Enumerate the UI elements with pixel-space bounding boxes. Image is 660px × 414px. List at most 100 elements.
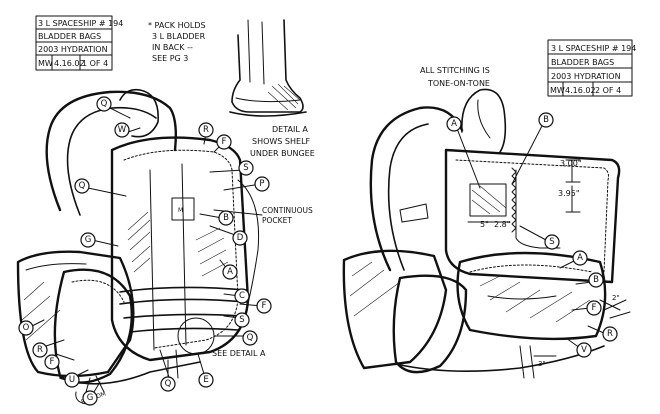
- callout-r-1: R: [198, 122, 214, 138]
- title-left-initials: MW: [38, 59, 53, 68]
- svg-text:W: W: [118, 125, 127, 135]
- callout-f-4: F: [586, 300, 602, 316]
- svg-text:Q: Q: [79, 181, 86, 191]
- callout-r-3: R: [602, 326, 618, 342]
- svg-text:Q: Q: [247, 333, 254, 343]
- svg-text:V: V: [581, 345, 587, 355]
- svg-text:Q: Q: [165, 379, 172, 389]
- dimension-lines: 3.00" 3.95" 5" 2.8" 2" 3": [467, 159, 621, 368]
- title-left-date: 4.16.02: [54, 59, 85, 68]
- svg-text:ALL STITCHING IS: ALL STITCHING IS: [420, 66, 490, 75]
- svg-text:C: C: [239, 291, 245, 301]
- svg-text:3 L BLADDER: 3 L BLADDER: [152, 32, 206, 41]
- dim-5: 5": [480, 220, 489, 229]
- svg-text:B: B: [543, 115, 549, 125]
- title-left-line-3: 2003 HYDRATION: [38, 45, 108, 54]
- svg-text:M: M: [178, 207, 183, 214]
- note-pack-holds: * PACK HOLDS 3 L BLADDER IN BACK -- SEE …: [148, 21, 206, 63]
- callout-b-1: B: [218, 210, 234, 226]
- svg-text:O: O: [23, 323, 30, 333]
- note-see-detail-a: SEE DETAIL A: [212, 349, 266, 358]
- svg-text:CONTINUOUS: CONTINUOUS: [262, 206, 313, 215]
- svg-text:E: E: [203, 375, 208, 385]
- note-stitching: ALL STITCHING IS TONE-ON-TONE: [420, 66, 490, 88]
- title-right-line-2: BLADDER BAGS: [551, 58, 614, 67]
- dim-2: 2": [612, 294, 620, 302]
- title-left-line-1: 3 L SPACESHIP # 194: [38, 19, 123, 28]
- svg-text:R: R: [37, 345, 43, 355]
- svg-text:* PACK HOLDS: * PACK HOLDS: [148, 21, 206, 30]
- svg-text:UNDER BUNGEE: UNDER BUNGEE: [250, 149, 315, 158]
- callout-q-1: Q: [96, 96, 112, 112]
- svg-text:B: B: [593, 275, 599, 285]
- callout-f-3: F: [44, 354, 60, 370]
- callout-r-2: R: [32, 342, 48, 358]
- svg-text:A: A: [577, 253, 583, 263]
- title-block-left: 3 L SPACESHIP # 194 BLADDER BAGS 2003 HY…: [35, 15, 123, 71]
- callout-f-1: F: [216, 134, 232, 150]
- note-detail-a: DETAIL A SHOWS SHELF UNDER BUNGEE: [250, 125, 315, 158]
- right-backpack-drawing: [342, 88, 631, 379]
- svg-text:A: A: [451, 119, 457, 129]
- svg-text:S: S: [239, 315, 244, 325]
- callout-o: O: [18, 320, 34, 336]
- callout-g-2: G: [82, 390, 98, 406]
- callout-v: V: [576, 342, 592, 358]
- callout-s-1: S: [238, 160, 254, 176]
- svg-text:R: R: [607, 329, 613, 339]
- callout-q-2: Q: [74, 178, 90, 194]
- title-right-date: 4.16.02: [565, 86, 596, 95]
- svg-text:DETAIL A: DETAIL A: [272, 125, 308, 134]
- svg-text:IN BACK --: IN BACK --: [152, 43, 193, 52]
- callout-a-1: A: [222, 264, 238, 280]
- title-block-right: 3 L SPACESHIP # 194 BLADDER BAGS 2003 HY…: [547, 39, 636, 97]
- svg-text:G: G: [87, 393, 94, 403]
- callout-f-2: F: [256, 298, 272, 314]
- svg-text:U: U: [69, 375, 75, 385]
- title-right-initials: MW: [550, 86, 565, 95]
- callout-a-3: A: [572, 250, 588, 266]
- svg-text:R: R: [203, 125, 209, 135]
- callout-q-4: Q: [160, 376, 176, 392]
- title-right-page: 2 OF 4: [595, 86, 621, 95]
- callout-b-3: B: [588, 272, 604, 288]
- callout-p: P: [254, 176, 270, 192]
- callout-u: U: [64, 372, 80, 388]
- svg-text:F: F: [262, 301, 267, 311]
- svg-text:A: A: [227, 267, 233, 277]
- callout-q-3: Q: [242, 330, 258, 346]
- callout-s-3: S: [544, 234, 560, 250]
- callout-a-2: A: [446, 116, 462, 132]
- callout-e: E: [198, 372, 214, 388]
- dim-3: 3": [538, 360, 546, 368]
- title-right-line-1: 3 L SPACESHIP # 194: [551, 44, 636, 53]
- dim-2-8: 2.8": [494, 220, 510, 229]
- svg-text:S: S: [243, 163, 248, 173]
- title-left-line-2: BLADDER BAGS: [38, 32, 101, 41]
- callout-s-2: S: [234, 312, 250, 328]
- dim-3-00: 3.00": [560, 159, 582, 168]
- note-continuous-pocket: CONTINUOUS POCKET: [213, 206, 313, 225]
- callout-w: W: [114, 122, 130, 138]
- svg-text:F: F: [50, 357, 55, 367]
- callout-g-1: G: [80, 232, 96, 248]
- detail-a-sketch: [229, 19, 307, 117]
- svg-text:F: F: [222, 137, 227, 147]
- svg-text:F: F: [592, 303, 597, 313]
- svg-text:B: B: [223, 213, 229, 223]
- svg-text:Q: Q: [101, 99, 108, 109]
- svg-text:SHOWS SHELF: SHOWS SHELF: [252, 137, 311, 146]
- svg-text:S: S: [549, 237, 554, 247]
- title-right-line-3: 2003 HYDRATION: [551, 72, 621, 81]
- title-left-page: 1 OF 4: [82, 59, 108, 68]
- svg-text:TONE-ON-TONE: TONE-ON-TONE: [427, 79, 490, 88]
- svg-text:P: P: [259, 179, 264, 189]
- callout-b-2: B: [538, 112, 554, 128]
- callout-c: C: [234, 288, 250, 304]
- svg-text:SEE PG 3: SEE PG 3: [152, 54, 188, 63]
- callout-d: D: [232, 230, 248, 246]
- dim-3-95: 3.95": [558, 189, 580, 198]
- svg-text:D: D: [237, 233, 244, 243]
- svg-text:POCKET: POCKET: [262, 216, 292, 225]
